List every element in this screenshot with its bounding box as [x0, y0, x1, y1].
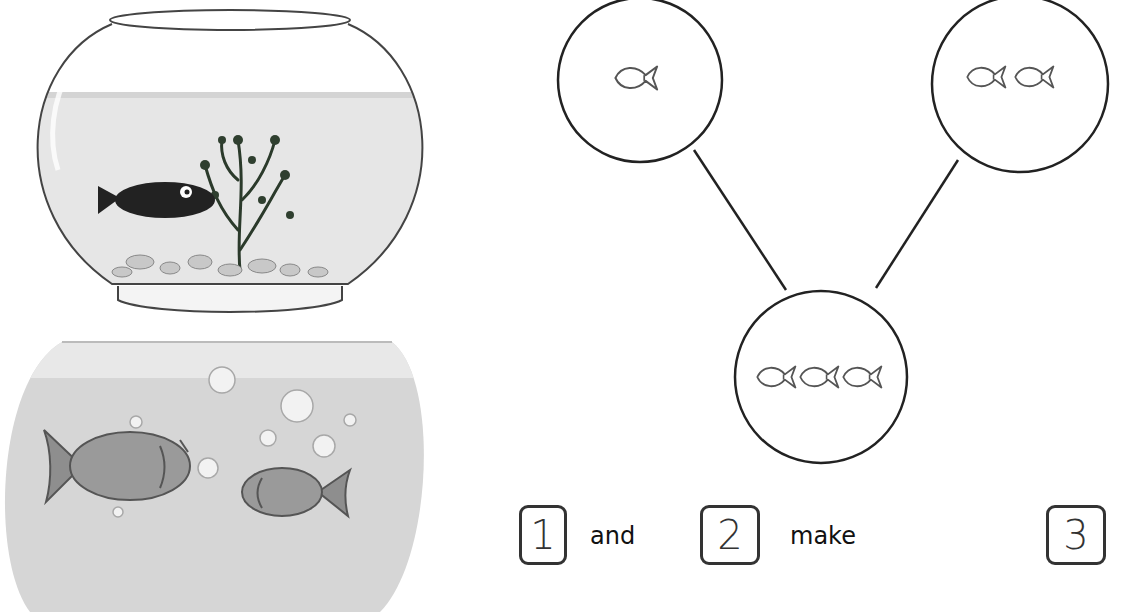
- part-circle: [558, 0, 722, 162]
- link-line: [876, 160, 958, 288]
- fishbowl-top: [0, 10, 460, 312]
- joining-word: and: [590, 524, 635, 548]
- number-text: 3: [1063, 515, 1088, 555]
- link-line: [694, 150, 786, 290]
- part-whole-model: [558, 0, 1108, 463]
- number-box: 3: [1046, 505, 1106, 565]
- joining-word: make: [790, 524, 856, 548]
- fish-tally: [615, 67, 1053, 388]
- number-text: 2: [717, 515, 742, 555]
- fishbowl-bottom: [0, 340, 440, 612]
- part-circle: [932, 0, 1108, 172]
- number-box: 2: [700, 505, 760, 565]
- number-box: 1: [519, 505, 567, 565]
- number-text: 1: [530, 515, 555, 555]
- whole-circle: [735, 291, 907, 463]
